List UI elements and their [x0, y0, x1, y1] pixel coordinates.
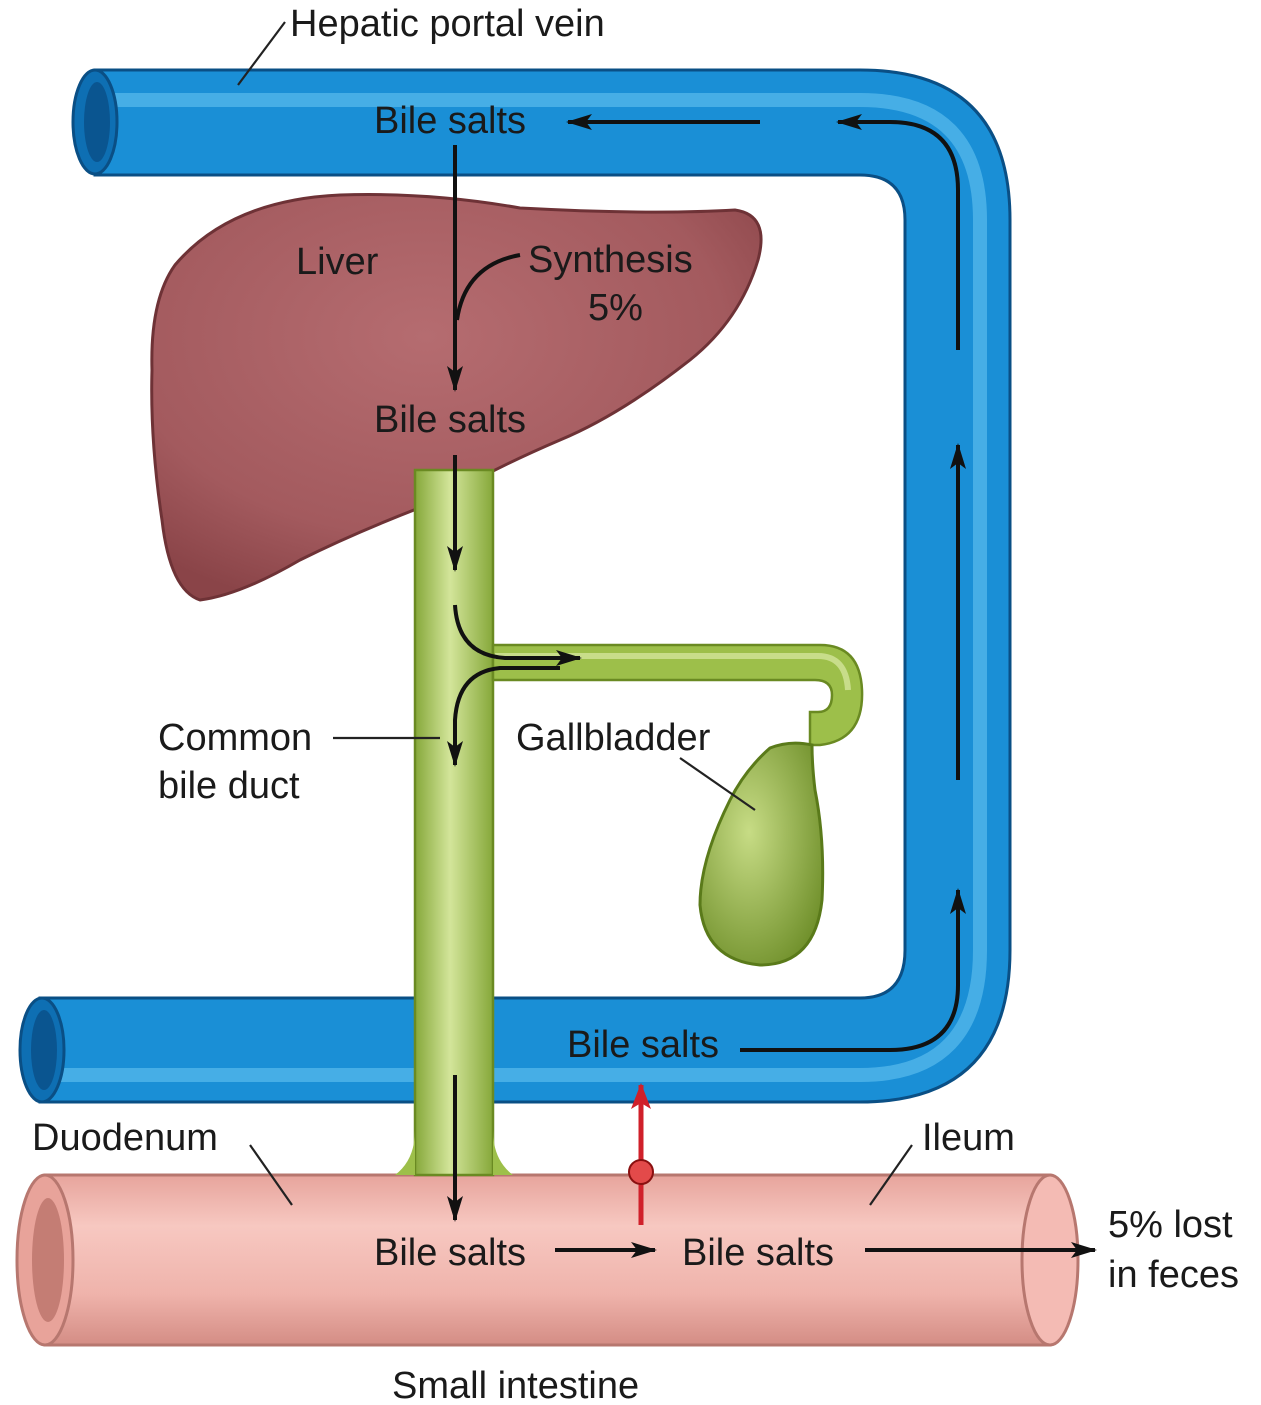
label-bile-salts-liver: Bile salts	[374, 399, 526, 441]
label-liver: Liver	[296, 241, 379, 283]
label-hepatic-portal-vein: Hepatic portal vein	[290, 3, 605, 45]
label-gallbladder: Gallbladder	[516, 717, 711, 759]
label-ileum: Ileum	[922, 1117, 1015, 1159]
label-duodenum: Duodenum	[32, 1117, 218, 1159]
small-intestine	[17, 1175, 1078, 1345]
label-common: Common	[158, 717, 312, 759]
label-bile-duct: bile duct	[158, 765, 300, 807]
label-bile-salts-duodenum: Bile salts	[374, 1232, 526, 1274]
label-small-intestine: Small intestine	[392, 1365, 639, 1405]
label-bile-salts-portal: Bile salts	[374, 100, 526, 142]
label-in-feces: in feces	[1108, 1254, 1239, 1296]
label-bile-salts-ileum: Bile salts	[682, 1232, 834, 1274]
label-synthesis-percent: 5%	[588, 287, 643, 329]
label-bile-salts-lower-vein: Bile salts	[567, 1024, 719, 1066]
label-lost-percent: 5% lost	[1108, 1204, 1233, 1246]
label-synthesis: Synthesis	[528, 239, 693, 281]
gallbladder	[700, 743, 823, 965]
